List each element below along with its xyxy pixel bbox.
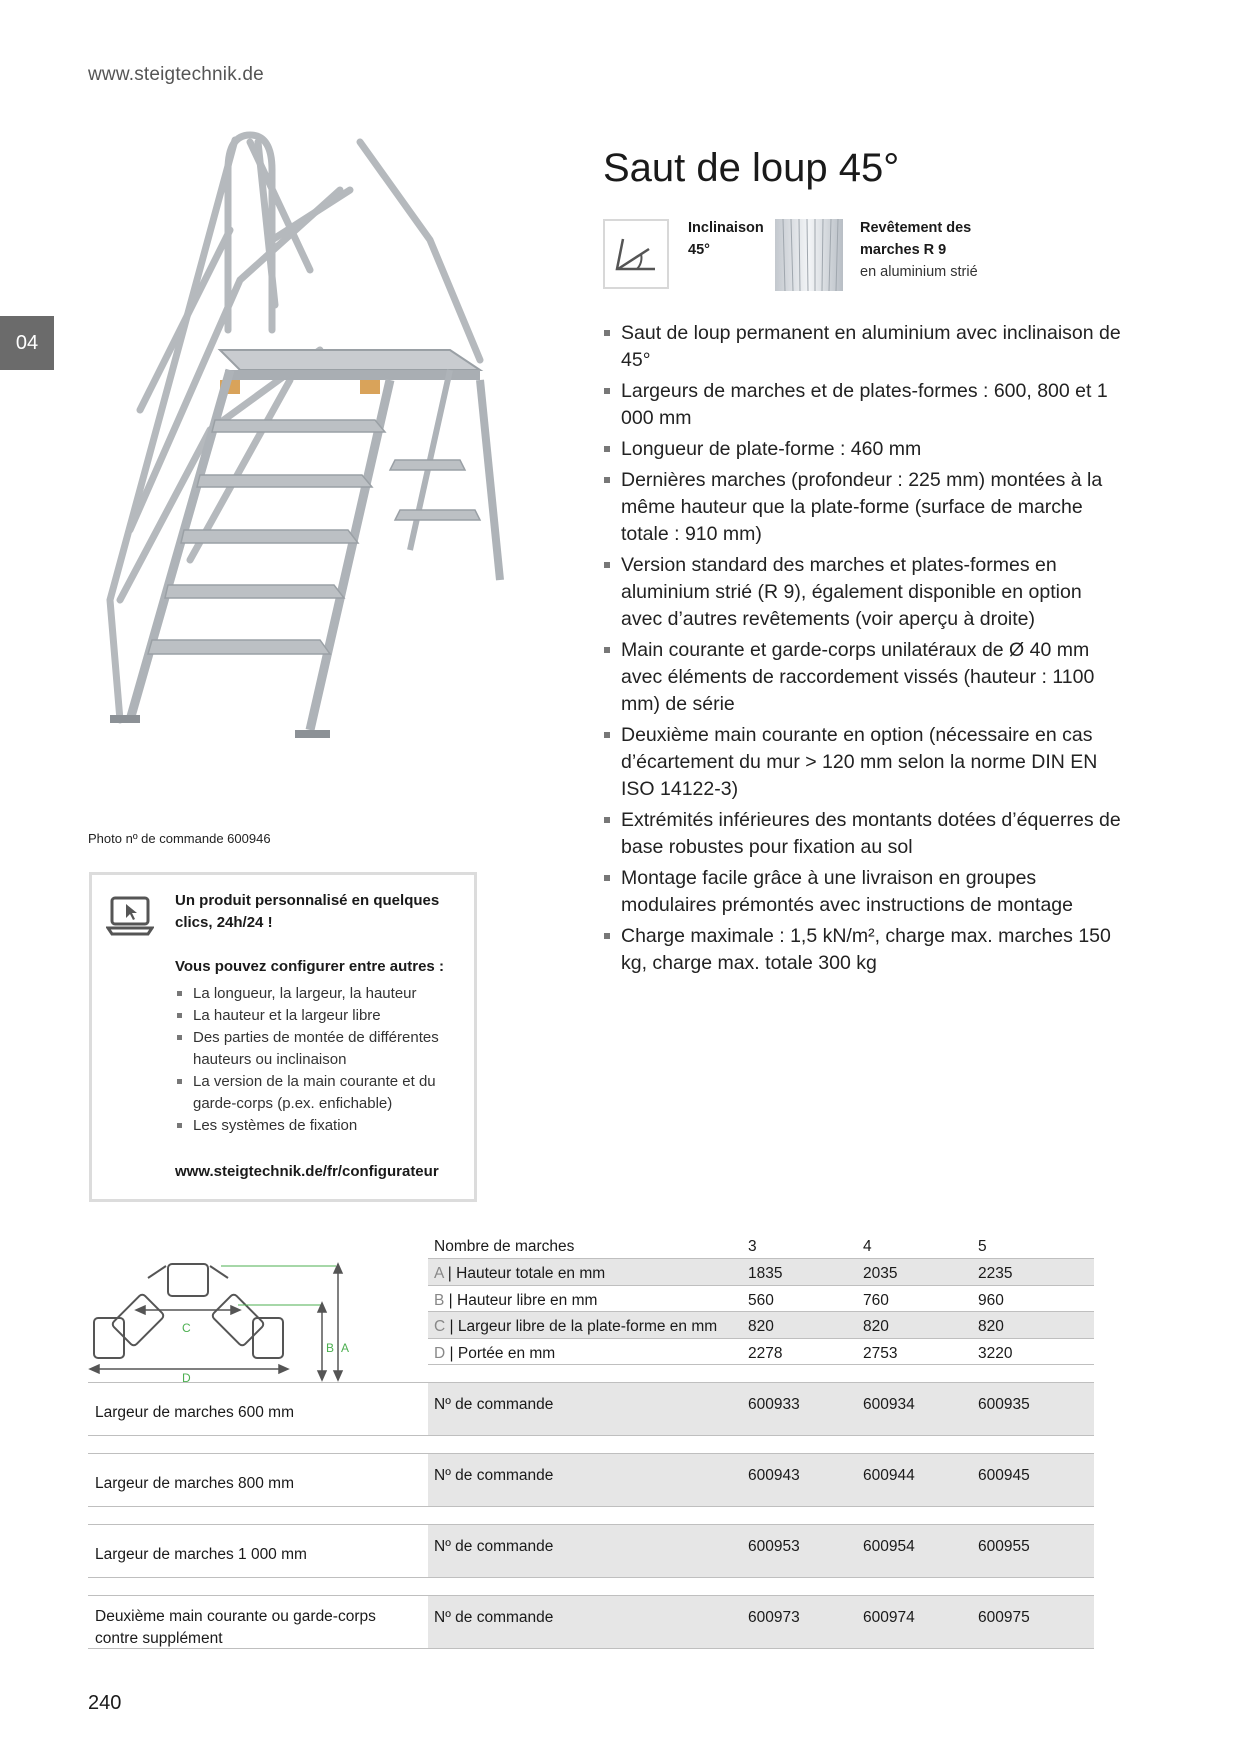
order-number: 600944 — [863, 1467, 915, 1484]
order-number: 600934 — [863, 1396, 915, 1413]
product-photo — [106, 131, 504, 738]
configurator-option: La longueur, la largeur, la hauteur — [175, 983, 475, 1005]
order-width-1000: Largeur de marches 1 000 mm — [95, 1546, 307, 1563]
laptop-cursor-icon — [106, 896, 154, 936]
order-number: 600933 — [748, 1396, 800, 1413]
product-title: Saut de loup 45° — [603, 146, 900, 190]
order-number: 600943 — [748, 1467, 800, 1484]
bullet-item: Montage facile grâce à une livraison en … — [603, 865, 1123, 919]
configurator-box — [89, 872, 477, 1202]
order-number: 600955 — [978, 1538, 1030, 1555]
bullet-item: Charge maximale : 1,5 kN/m², charge max.… — [603, 923, 1123, 977]
striated-aluminium-swatch — [775, 219, 843, 291]
spec-row-c: C | Largeur libre de la plate-forme en m… — [434, 1318, 718, 1335]
spec-cell: 3220 — [978, 1345, 1013, 1362]
bullet-item: Largeurs de marches et de plates-formes … — [603, 378, 1123, 432]
order-label: Nº de commande — [434, 1467, 554, 1484]
order-label: Nº de commande — [434, 1538, 554, 1555]
spec-cell: 2035 — [863, 1265, 898, 1282]
spec-cell: 760 — [863, 1292, 889, 1309]
feature-step-coating: Revêtement des marches R 9 en aluminium … — [860, 217, 1040, 283]
feature-incline: Inclinaison 45° — [688, 217, 764, 261]
spec-header-value: 4 — [863, 1238, 872, 1255]
order-number: 600953 — [748, 1538, 800, 1555]
order-number: 600935 — [978, 1396, 1030, 1413]
order-second-handrail: Deuxième main courante ou garde-corps co… — [95, 1608, 376, 1647]
dim-label-a: A — [341, 1341, 349, 1355]
spec-row-d: D | Portée en mm — [434, 1345, 556, 1362]
spec-row-b: B | Hauteur libre en mm — [434, 1292, 598, 1309]
page-number: 240 — [88, 1692, 122, 1714]
photo-caption: Photo nº de commande 600946 — [88, 831, 271, 846]
bullet-item: Main courante et garde-corps unilatéraux… — [603, 637, 1123, 718]
configurator-heading: Un produit personnalisé en quelques clic… — [175, 892, 440, 931]
spec-header-value: 5 — [978, 1238, 987, 1255]
spec-header-value: 3 — [748, 1238, 757, 1255]
configurator-subheading: Vous pouvez configurer entre autres : — [175, 958, 444, 975]
configurator-option: La version de la main courante et du gar… — [175, 1071, 475, 1115]
chapter-number: 04 — [15, 331, 39, 354]
order-number: 600945 — [978, 1467, 1030, 1484]
spec-header-label: Nombre de marches — [434, 1238, 575, 1255]
configurator-link[interactable]: www.steigtechnik.de/fr/configurateur — [175, 1163, 439, 1180]
spec-cell: 2235 — [978, 1265, 1013, 1282]
order-label: Nº de commande — [434, 1609, 554, 1626]
spec-cell: 560 — [748, 1292, 774, 1309]
configurator-option: La hauteur et la largeur libre — [175, 1005, 475, 1027]
order-number: 600974 — [863, 1609, 915, 1626]
spec-cell: 820 — [978, 1318, 1004, 1335]
chapter-tab: 04 — [0, 316, 54, 370]
bullet-item: Deuxième main courante en option (nécess… — [603, 722, 1123, 803]
bullet-item: Version standard des marches et plates-f… — [603, 552, 1123, 633]
spec-cell: 2753 — [863, 1345, 898, 1362]
spec-cell: 820 — [748, 1318, 774, 1335]
dim-label-d: D — [182, 1371, 191, 1383]
bullet-item: Longueur de plate-forme : 460 mm — [603, 436, 1123, 463]
feature-coating-label: Revêtement des — [860, 220, 972, 236]
spec-cell: 2278 — [748, 1345, 783, 1362]
order-number: 600973 — [748, 1609, 800, 1626]
configurator-option: Les systèmes de fixation — [175, 1115, 475, 1137]
feature-incline-value: 45° — [688, 242, 710, 258]
incline-angle-icon — [603, 219, 669, 289]
order-label: Nº de commande — [434, 1396, 554, 1413]
order-width-600: Largeur de marches 600 mm — [95, 1404, 295, 1421]
bullet-item: Dernières marches (profondeur : 225 mm) … — [603, 467, 1123, 548]
configurator-options-list: La longueur, la largeur, la hauteur La h… — [175, 983, 475, 1137]
feature-bullet-list: Saut de loup permanent en aluminium avec… — [603, 320, 1123, 981]
order-number: 600954 — [863, 1538, 915, 1555]
dimension-diagram: C D B A — [88, 1262, 349, 1383]
dim-label-b: B — [326, 1341, 334, 1355]
order-width-800: Largeur de marches 800 mm — [95, 1475, 295, 1492]
spec-cell: 960 — [978, 1292, 1004, 1309]
spec-cell: 820 — [863, 1318, 889, 1335]
dim-label-c: C — [182, 1321, 191, 1335]
feature-incline-label: Inclinaison — [688, 220, 764, 236]
bullet-item: Saut de loup permanent en aluminium avec… — [603, 320, 1123, 374]
spec-cell: 1835 — [748, 1265, 783, 1282]
feature-coating-value: marches R 9 — [860, 242, 947, 258]
bullet-item: Extrémités inférieures des montants doté… — [603, 807, 1123, 861]
feature-coating-detail: en aluminium strié — [860, 264, 978, 280]
order-number: 600975 — [978, 1609, 1030, 1626]
configurator-option: Des parties de montée de différentes hau… — [175, 1027, 475, 1071]
spec-row-a: A | Hauteur totale en mm — [434, 1265, 606, 1282]
site-url[interactable]: www.steigtechnik.de — [88, 64, 264, 85]
